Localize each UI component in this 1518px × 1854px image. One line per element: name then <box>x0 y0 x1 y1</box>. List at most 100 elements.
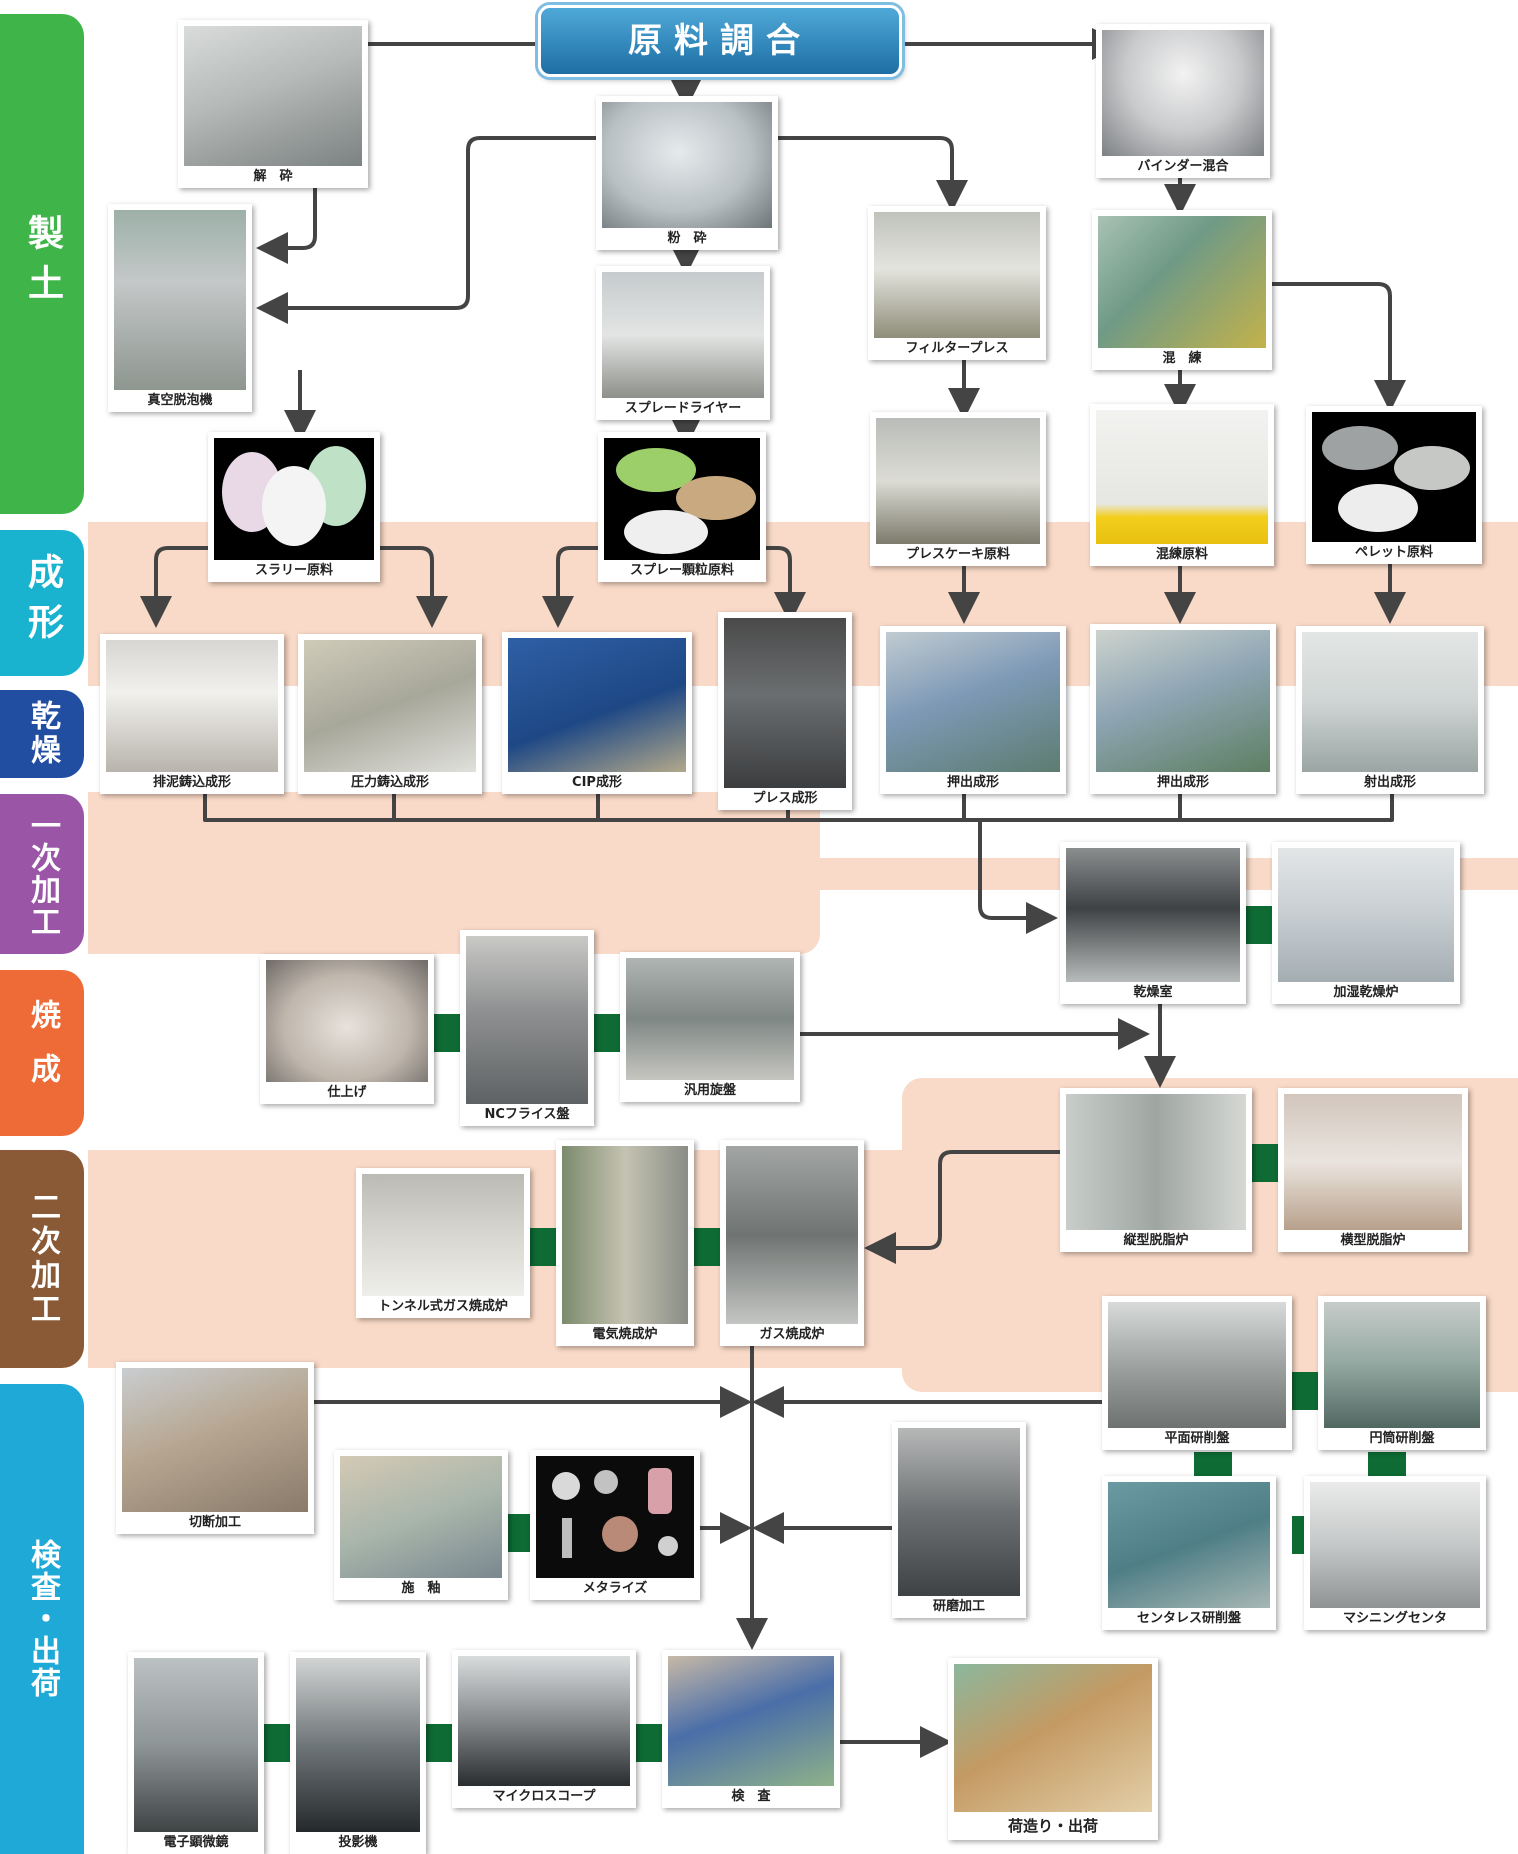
photo-machining <box>1310 1482 1480 1608</box>
card-nizukuri: 荷造り・出荷 <box>948 1658 1158 1840</box>
connector-kensaku-v1 <box>1194 1452 1232 1476</box>
connector-kensa-2 <box>426 1724 452 1762</box>
card-funsai: 粉 砕 <box>596 96 778 250</box>
photo-kaisai <box>184 26 362 166</box>
pellet-piles-illustration <box>1322 426 1470 532</box>
card-press-cake: プレスケーキ原料 <box>870 412 1046 566</box>
card-cip: CIP成形 <box>502 632 692 794</box>
arrow-granule-to-cip <box>542 546 598 628</box>
caption-kansoshitsu: 乾燥室 <box>1060 982 1246 1004</box>
card-oshidashi2: 押出成形 <box>1090 624 1276 794</box>
card-binder: バインダー混合 <box>1096 24 1270 178</box>
card-denki: 電気焼成炉 <box>556 1140 694 1346</box>
photo-shashutsu <box>1302 632 1478 772</box>
stage-ichiji: 一次加工 <box>0 794 84 954</box>
card-tategata: 縦型脱脂炉 <box>1060 1088 1252 1252</box>
card-setsudan: 切断加工 <box>116 1362 314 1534</box>
photo-spray-gran <box>604 438 760 560</box>
connector-kensaku-v2 <box>1368 1452 1406 1476</box>
photo-kenma <box>898 1428 1020 1596</box>
card-kansoshitsu: 乾燥室 <box>1060 842 1246 1004</box>
card-entou: 円筒研削盤 <box>1318 1296 1486 1450</box>
slurry-bowls-illustration <box>222 446 366 546</box>
caption-oshidashi2: 押出成形 <box>1090 772 1276 794</box>
caption-kensa: 検 査 <box>662 1786 840 1808</box>
caption-centerless: センタレス研削盤 <box>1102 1608 1276 1630</box>
photo-shinku <box>114 210 246 390</box>
stage-kanso-label: 乾燥 <box>25 700 60 768</box>
arrow-slurry-to-haidei <box>140 546 208 628</box>
caption-metalize: メタライズ <box>530 1578 700 1600</box>
photo-nc <box>466 936 588 1104</box>
card-heimen: 平面研削盤 <box>1102 1296 1292 1450</box>
arrow-dassi-to-gas <box>864 1150 1060 1264</box>
caption-yokogata: 横型脱脂炉 <box>1278 1230 1468 1252</box>
connector-shosei-1 <box>530 1228 556 1266</box>
caption-toei: 投影機 <box>290 1832 426 1854</box>
stage-seikei-label: 成形 <box>22 553 63 653</box>
caption-kenma: 研磨加工 <box>892 1596 1026 1618</box>
photo-filter <box>874 212 1040 338</box>
card-denshi: 電子顕微鏡 <box>128 1652 264 1854</box>
stage-kensa-label: 検査・出荷 <box>25 1539 60 1699</box>
photo-heimen <box>1108 1302 1286 1428</box>
caption-nc: NCフライス盤 <box>460 1104 594 1126</box>
caption-shashutsu: 射出成形 <box>1296 772 1484 794</box>
arrow-granule-to-press <box>766 546 806 624</box>
photo-gas <box>726 1146 858 1324</box>
caption-micro: マイクロスコープ <box>452 1786 636 1808</box>
arrow-funsai-to-filter <box>778 136 968 212</box>
photo-binder <box>1102 30 1264 156</box>
photo-kashitsu <box>1278 848 1454 982</box>
stage-shosei: 焼成 <box>0 970 84 1136</box>
card-shinku: 真空脱泡機 <box>108 204 252 412</box>
card-kashitsu: 加湿乾燥炉 <box>1272 842 1460 1004</box>
photo-metalize <box>536 1456 694 1578</box>
photo-slurry <box>214 438 374 560</box>
caption-filter: フィルタープレス <box>868 338 1046 360</box>
stage-seido: 製土 <box>0 14 84 514</box>
card-spray-dryer: スプレードライヤー <box>596 266 770 420</box>
photo-seyu <box>340 1456 502 1578</box>
card-toei: 投影機 <box>290 1652 426 1854</box>
card-metalize: メタライズ <box>530 1450 700 1600</box>
caption-cip: CIP成形 <box>502 772 692 794</box>
caption-shiage: 仕上げ <box>260 1082 434 1104</box>
card-tunnel: トンネル式ガス焼成炉 <box>356 1168 530 1318</box>
card-shashutsu: 射出成形 <box>1296 626 1484 794</box>
caption-konren: 混 練 <box>1092 348 1272 370</box>
caption-entou: 円筒研削盤 <box>1318 1428 1486 1450</box>
photo-nizukuri <box>954 1664 1152 1812</box>
arrow-slurry-to-atsuryoku <box>380 546 448 628</box>
card-konren-genryo: 混練原料 <box>1090 404 1274 566</box>
line-seikei-collector <box>203 794 1394 822</box>
photo-micro <box>458 1656 630 1786</box>
photo-haidei <box>106 640 278 772</box>
caption-nizukuri: 荷造り・出荷 <box>948 1812 1158 1840</box>
card-kaisai: 解 砕 <box>178 20 368 188</box>
stage-kanso: 乾燥 <box>0 690 84 778</box>
caption-setsudan: 切断加工 <box>116 1512 314 1534</box>
card-gas: ガス焼成炉 <box>720 1140 864 1346</box>
photo-oshidashi1 <box>886 632 1060 772</box>
connector-kensa-1 <box>264 1724 290 1762</box>
caption-press: プレス成形 <box>718 788 852 810</box>
card-kenma: 研磨加工 <box>892 1422 1026 1618</box>
photo-pellet <box>1312 412 1476 542</box>
card-centerless: センタレス研削盤 <box>1102 1476 1276 1630</box>
caption-denki: 電気焼成炉 <box>556 1324 694 1346</box>
stage-niji: 二次加工 <box>0 1150 84 1368</box>
card-pellet: ペレット原料 <box>1306 406 1482 564</box>
card-oshidashi1: 押出成形 <box>880 626 1066 794</box>
card-filter: フィルタープレス <box>868 206 1046 360</box>
caption-gas: ガス焼成炉 <box>720 1324 864 1346</box>
photo-kensa <box>668 1656 834 1786</box>
arrow-collector-to-kanso <box>978 820 1058 934</box>
caption-spray-gran: スプレー顆粒原料 <box>598 560 766 582</box>
card-spray-gran: スプレー顆粒原料 <box>598 432 766 582</box>
connector-kensa-3 <box>636 1724 662 1762</box>
caption-oshidashi1: 押出成形 <box>880 772 1066 794</box>
title-genryo-chogo: 原料調合 <box>538 5 902 77</box>
